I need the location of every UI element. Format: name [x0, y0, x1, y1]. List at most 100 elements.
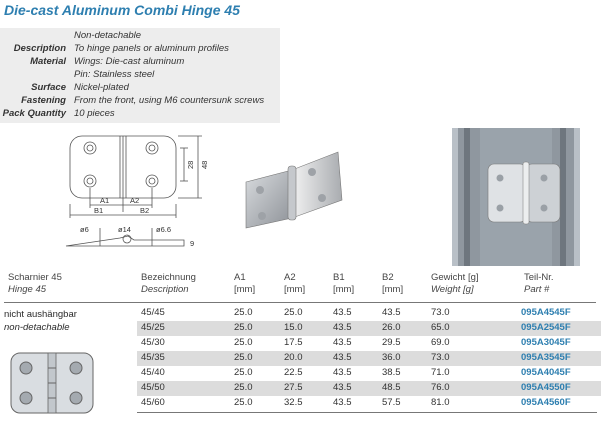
cell-b1: 43.5	[333, 307, 352, 318]
spec-row: Pin: Stainless steel	[0, 69, 280, 81]
spec-value: 10 pieces	[74, 108, 115, 119]
column-header: Gewicht [g]Weight [g]	[431, 272, 479, 295]
cell-a1: 25.0	[234, 307, 253, 318]
cell-a1: 25.0	[234, 397, 253, 408]
cell-desc: 45/40	[141, 367, 165, 378]
spec-panel: Non-detachable Description To hinge pane…	[0, 28, 280, 123]
dim-b2: B2	[140, 206, 149, 215]
cell-b2: 57.5	[382, 397, 401, 408]
spec-value: From the front, using M6 countersunk scr…	[74, 95, 265, 106]
table-row: 45/35 25.0 20.0 43.5 36.0 73.0 095A3545F	[137, 351, 601, 366]
cell-a1: 25.0	[234, 337, 253, 348]
table-row: 45/45 25.0 25.0 43.5 43.5 73.0 095A4545F	[137, 306, 601, 321]
cell-b1: 43.5	[333, 337, 352, 348]
cell-b2: 26.0	[382, 322, 401, 333]
cell-b2: 29.5	[382, 337, 401, 348]
spec-label: Surface	[31, 82, 66, 93]
spec-row: Fastening From the front, using M6 count…	[0, 95, 280, 107]
cell-a1: 25.0	[234, 352, 253, 363]
cell-b1: 43.5	[333, 382, 352, 393]
spec-value: Wings: Die-cast aluminum	[74, 56, 185, 67]
cell-a2: 15.0	[284, 322, 303, 333]
table-row: 45/50 25.0 27.5 43.5 48.5 76.0 095A4550F	[137, 381, 601, 396]
cell-part-number: 095A4545F	[521, 307, 571, 318]
spec-value: Non-detachable	[74, 30, 142, 41]
hinge-type: nicht aushängbar non-detachable	[4, 308, 134, 334]
spec-value: Pin: Stainless steel	[74, 69, 155, 80]
cell-weight: 81.0	[431, 397, 450, 408]
dim-b1: B1	[94, 206, 103, 215]
column-header: Teil-Nr.Part #	[524, 272, 554, 295]
cell-desc: 45/30	[141, 337, 165, 348]
cell-desc: 45/50	[141, 382, 165, 393]
column-header: A2[mm]	[284, 272, 306, 295]
cell-a2: 22.5	[284, 367, 303, 378]
spec-row: Pack Quantity 10 pieces	[0, 108, 280, 120]
dim-28: 28	[186, 161, 195, 169]
cell-weight: 65.0	[431, 322, 450, 333]
cell-a2: 25.0	[284, 307, 303, 318]
cell-desc: 45/35	[141, 352, 165, 363]
cell-weight: 76.0	[431, 382, 450, 393]
cell-b2: 38.5	[382, 367, 401, 378]
table-divider	[4, 302, 596, 303]
cell-weight: 71.0	[431, 367, 450, 378]
spec-value: Nickel-plated	[74, 82, 129, 93]
spec-row: Non-detachable	[0, 30, 280, 42]
cell-a1: 25.0	[234, 367, 253, 378]
page-title: Die-cast Aluminum Combi Hinge 45	[4, 2, 240, 18]
spec-label: Material	[30, 56, 66, 67]
hinge-side-profile	[65, 235, 185, 247]
cell-b2: 48.5	[382, 382, 401, 393]
cell-desc: 45/25	[141, 322, 165, 333]
cell-weight: 73.0	[431, 307, 450, 318]
spec-label: Pack Quantity	[2, 108, 66, 119]
cell-weight: 69.0	[431, 337, 450, 348]
cell-a2: 32.5	[284, 397, 303, 408]
spec-label: Description	[13, 43, 66, 54]
cell-a2: 17.5	[284, 337, 303, 348]
cell-part-number: 095A4550F	[521, 382, 571, 393]
table-row: 45/25 25.0 15.0 43.5 26.0 65.0 095A2545F	[137, 321, 601, 336]
profile-mount-photo	[452, 128, 580, 266]
table-row: 45/30 25.0 17.5 43.5 29.5 69.0 095A3045F	[137, 336, 601, 351]
column-header: B2[mm]	[382, 272, 404, 295]
cell-a1: 25.0	[234, 322, 253, 333]
screw-hole	[83, 141, 97, 155]
cell-part-number: 095A4560F	[521, 397, 571, 408]
spec-value: To hinge panels or aluminum profiles	[74, 43, 229, 54]
cell-b1: 43.5	[333, 397, 352, 408]
dim-d14: ø14	[118, 225, 131, 234]
cell-a2: 20.0	[284, 352, 303, 363]
cell-b2: 36.0	[382, 352, 401, 363]
cell-part-number: 095A3545F	[521, 352, 571, 363]
cell-b1: 43.5	[333, 322, 352, 333]
cell-desc: 45/45	[141, 307, 165, 318]
cell-b2: 43.5	[382, 307, 401, 318]
screw-hole	[145, 174, 159, 188]
spec-label: Fastening	[21, 95, 66, 106]
dim-d6: ø6	[80, 225, 89, 234]
technical-drawing: A1 A2 B1 B2 28 48 ø6 ø14 ø6.6 9	[65, 135, 209, 248]
cell-part-number: 095A2545F	[521, 322, 571, 333]
cell-part-number: 095A4045F	[521, 367, 571, 378]
cell-b1: 43.5	[333, 352, 352, 363]
cell-part-number: 095A3045F	[521, 337, 571, 348]
table-row: 45/60 25.0 32.5 43.5 57.5 81.0 095A4560F	[137, 396, 601, 411]
cell-desc: 45/60	[141, 397, 165, 408]
dim-9: 9	[190, 239, 194, 248]
spec-row: Surface Nickel-plated	[0, 82, 280, 94]
column-header: B1[mm]	[333, 272, 355, 295]
cell-a1: 25.0	[234, 382, 253, 393]
dim-48: 48	[200, 161, 209, 169]
spec-row: Description To hinge panels or aluminum …	[0, 43, 280, 55]
table-bottom-rule	[137, 412, 597, 413]
table-row: 45/40 25.0 22.5 43.5 38.5 71.0 095A4045F	[137, 366, 601, 381]
hinge-photo	[245, 151, 343, 229]
screw-hole	[145, 141, 159, 155]
cell-b1: 43.5	[333, 367, 352, 378]
hinge-icon	[10, 352, 94, 414]
